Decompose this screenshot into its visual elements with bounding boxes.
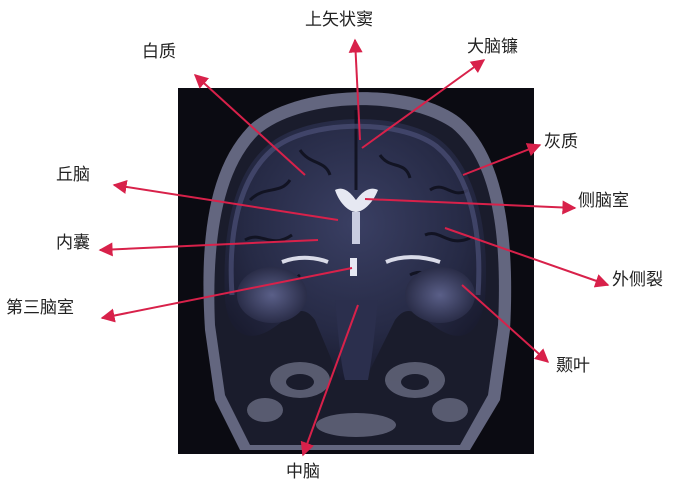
left-temporal-lobe [237, 267, 307, 323]
label-temporal-lobe: 颞叶 [556, 356, 590, 376]
right-temporal-lobe [405, 267, 475, 323]
label-lateral-fissure: 外侧裂 [612, 270, 663, 290]
label-white-matter: 白质 [142, 42, 176, 62]
label-midbrain: 中脑 [286, 462, 320, 482]
label-falx: 大脑镰 [467, 37, 518, 57]
label-lateral-ventricle: 侧脑室 [578, 191, 629, 211]
third-ventricle-shape [350, 258, 357, 276]
label-third-ventricle: 第三脑室 [6, 298, 74, 318]
label-sagittal-sinus: 上矢状窦 [305, 10, 373, 30]
label-gray-matter: 灰质 [544, 132, 578, 152]
label-thalamus: 丘脑 [56, 165, 90, 185]
septum [352, 212, 360, 244]
label-internal-capsule: 内囊 [56, 233, 90, 253]
mri-scan-image [178, 88, 534, 454]
